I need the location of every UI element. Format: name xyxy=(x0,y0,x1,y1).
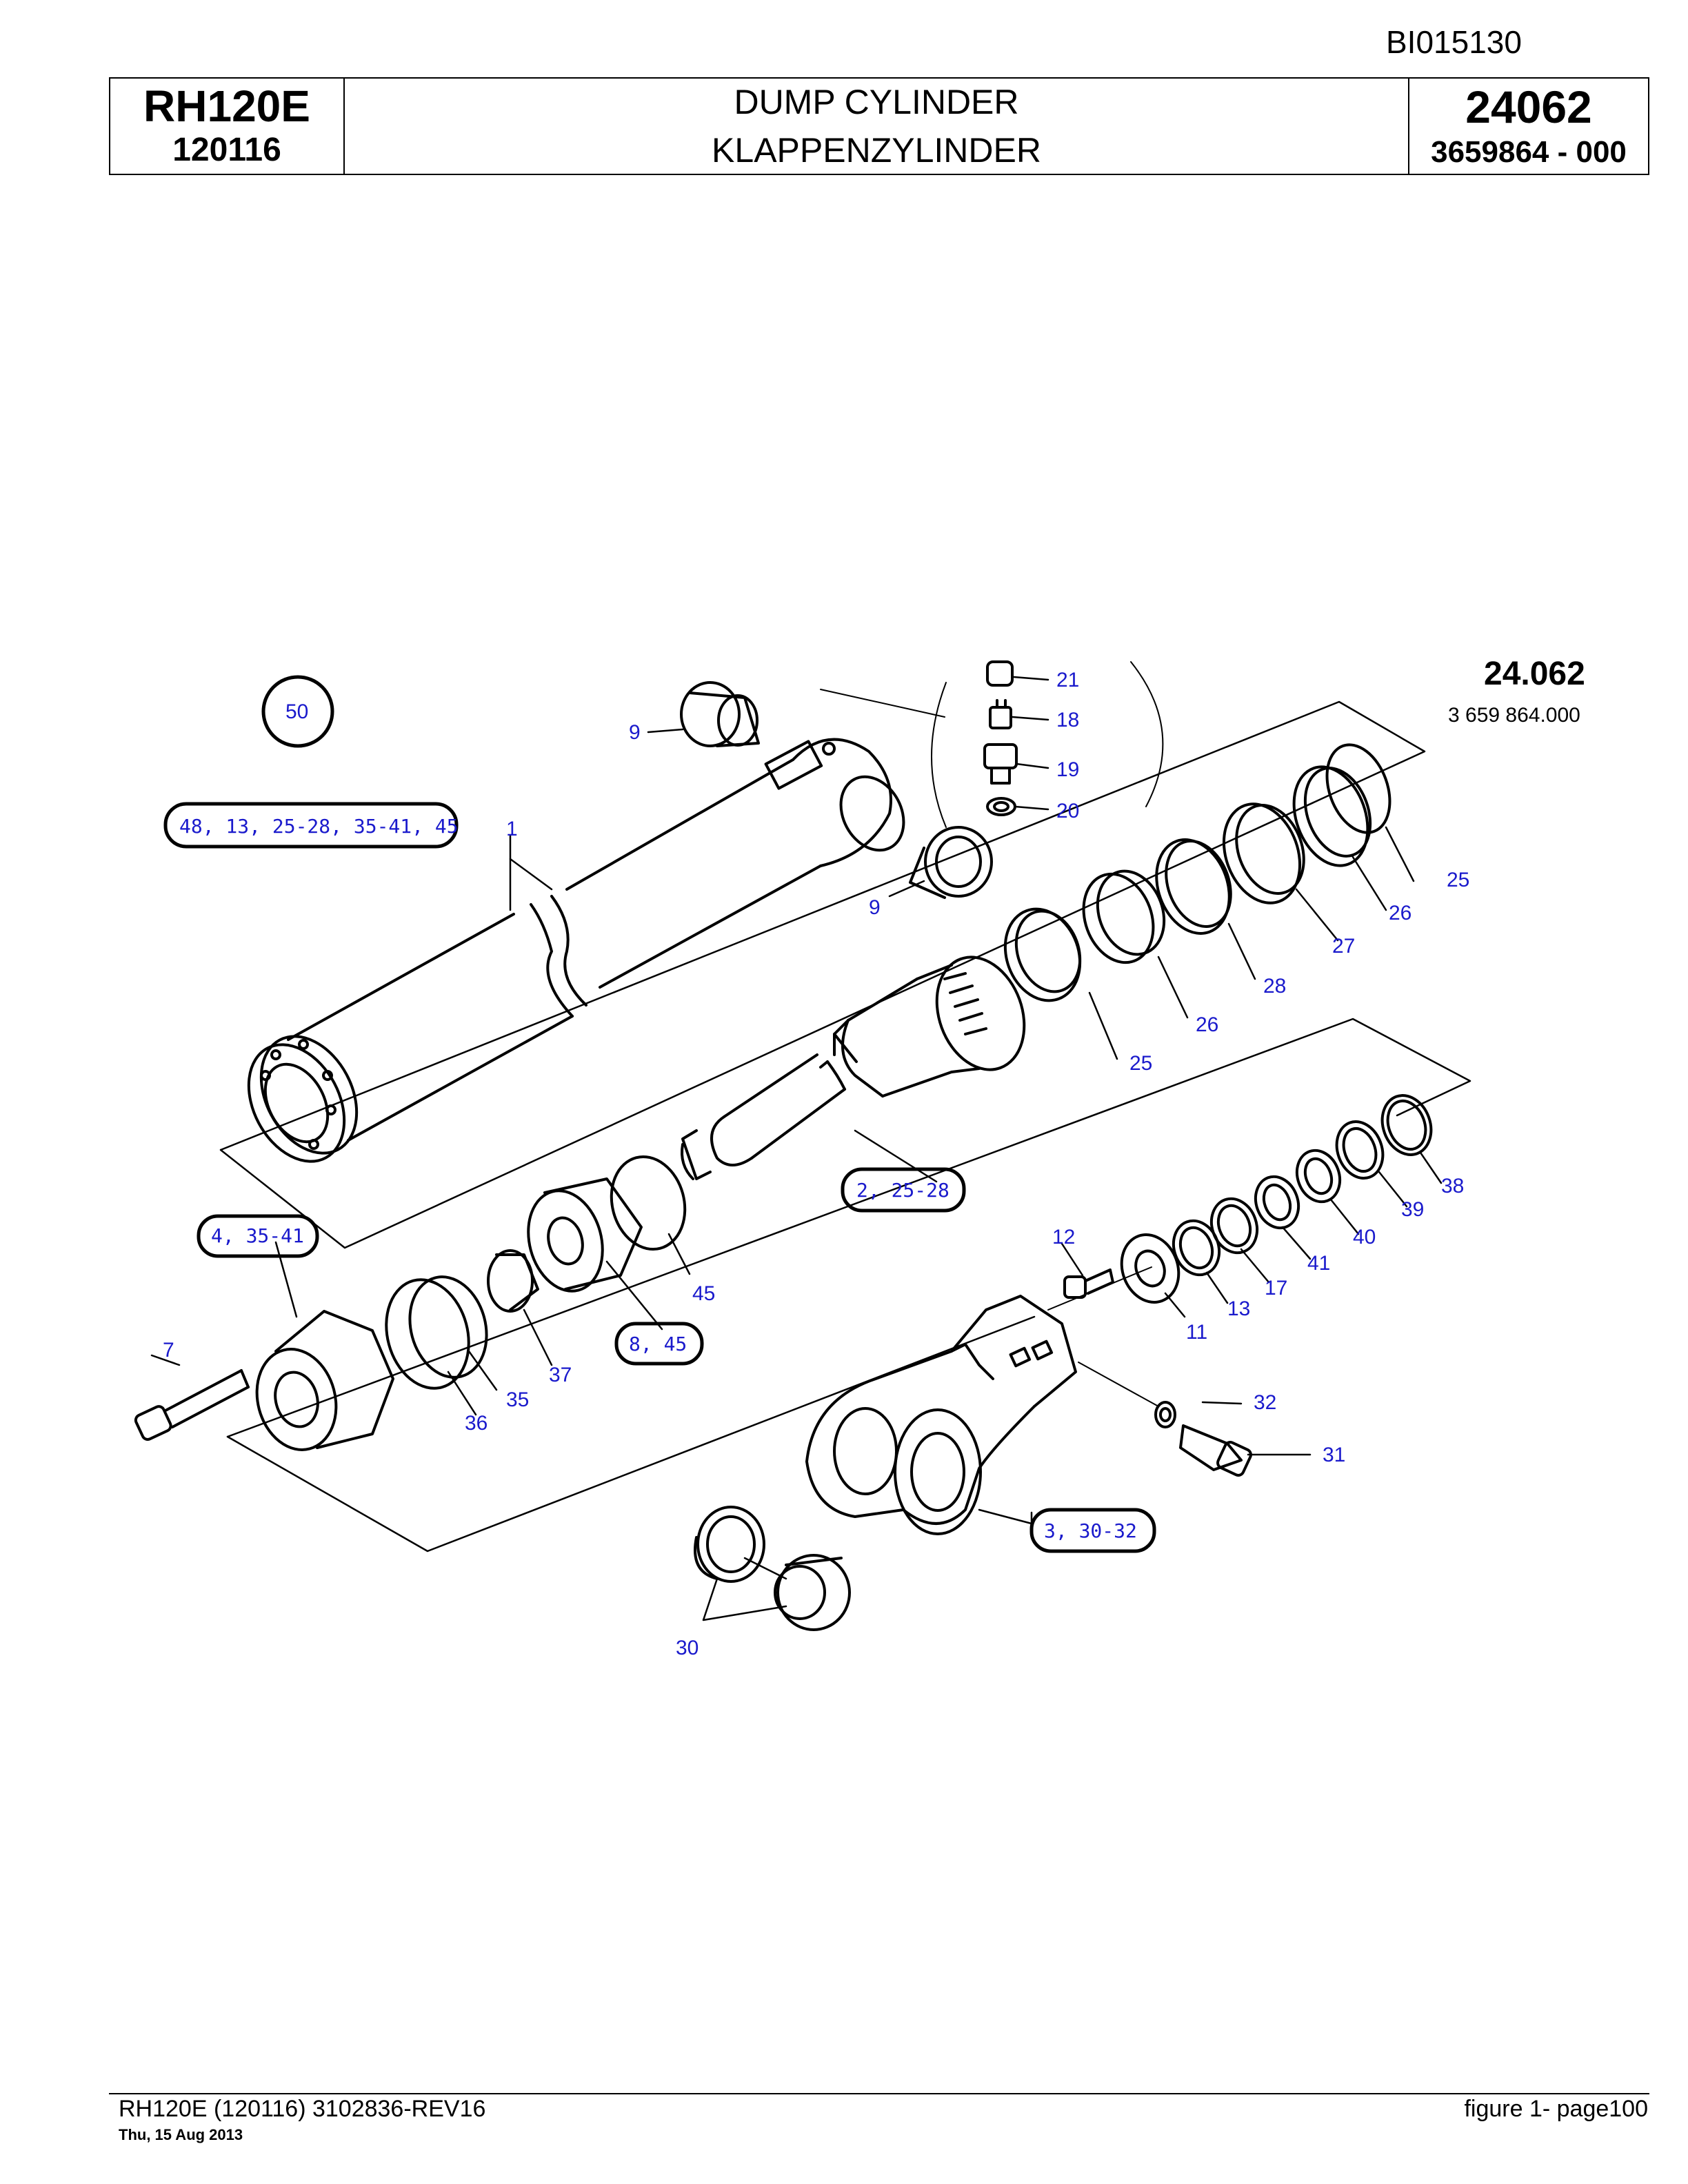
kit-8-box xyxy=(614,1322,704,1366)
callout-40: 40 xyxy=(1353,1226,1376,1248)
bushings-30 xyxy=(694,1506,851,1631)
kit-48-label: 48, 13, 25-28, 35-41, 45 xyxy=(179,815,459,838)
model-name: RH120E xyxy=(143,81,310,131)
callout-17: 17 xyxy=(1265,1277,1287,1300)
callout-36: 36 xyxy=(465,1412,488,1435)
model-cell: RH120E 120116 xyxy=(110,79,345,174)
callout-45: 45 xyxy=(692,1282,715,1305)
callout-41: 41 xyxy=(1307,1252,1330,1275)
callout-13: 13 xyxy=(1227,1297,1250,1320)
callout-12: 12 xyxy=(1052,1226,1075,1248)
kit-50-label: 50 xyxy=(285,700,308,723)
title-cell: DUMP CYLINDER KLAPPENZYLINDER xyxy=(345,79,1409,174)
callout-30: 30 xyxy=(676,1637,699,1659)
footer-date: Thu, 15 Aug 2013 xyxy=(119,2126,243,2143)
rod-end xyxy=(805,1295,1077,1535)
callout-37: 37 xyxy=(549,1364,572,1386)
seal-rings-upper xyxy=(1003,743,1391,1002)
callout-19: 19 xyxy=(1056,758,1079,781)
callout-35: 35 xyxy=(506,1388,529,1411)
kit-callouts xyxy=(163,675,1156,1553)
footer-document-ref: RH120E (120116) 3102836-REV16 xyxy=(119,2096,486,2122)
callout-18: 18 xyxy=(1056,709,1079,731)
assembly-frame-lower xyxy=(226,1018,1471,1553)
serial-number: 120116 xyxy=(172,132,281,168)
drawing-group-label: 24.062 xyxy=(1484,656,1585,692)
screw-31-washer-32 xyxy=(1154,1401,1252,1477)
kit-8-label: 8, 45 xyxy=(629,1333,687,1355)
kit-4-box xyxy=(197,1214,319,1258)
callout-1: 1 xyxy=(506,818,518,840)
kit-2-box xyxy=(841,1167,966,1213)
title-english: DUMP CYLINDER xyxy=(734,83,1019,121)
bushing-9-upper xyxy=(680,681,760,747)
footer-divider xyxy=(109,2093,1649,2094)
callout-39: 39 xyxy=(1401,1198,1424,1221)
callout-11: 11 xyxy=(1186,1321,1207,1344)
callout-38: 38 xyxy=(1441,1175,1464,1197)
group-number: 24062 xyxy=(1465,81,1592,132)
kit-50-circle xyxy=(261,675,334,748)
callout-20: 20 xyxy=(1056,800,1079,822)
assembly-frame-upper xyxy=(219,700,1426,1249)
title-german: KLAPPENZYLINDER xyxy=(712,131,1041,170)
bolt-7 xyxy=(134,1369,250,1441)
seal-rings-lower xyxy=(1120,1094,1433,1304)
callout-26-lower: 26 xyxy=(1196,1013,1218,1036)
kit-4-label: 4, 35-41 xyxy=(211,1224,304,1247)
callout-9-upper: 9 xyxy=(629,721,641,744)
piston xyxy=(527,1155,687,1293)
callout-9-lower: 9 xyxy=(869,896,881,919)
callout-26-upper: 26 xyxy=(1389,902,1411,924)
callout-28: 28 xyxy=(1263,975,1286,998)
bushing-9-lower xyxy=(909,826,993,899)
kit-3-label: 3, 30-32 xyxy=(1044,1519,1137,1542)
callout-25-upper: 25 xyxy=(1447,869,1469,891)
part-number: 3659864 - 000 xyxy=(1431,135,1627,169)
kit-3-box xyxy=(1029,1508,1156,1553)
callout-25-lower: 25 xyxy=(1129,1052,1152,1075)
group-cell: 24062 3659864 - 000 xyxy=(1409,79,1648,174)
document-id: BI015130 xyxy=(1386,24,1522,60)
title-block: RH120E 120116 DUMP CYLINDER KLAPPENZYLIN… xyxy=(109,77,1649,175)
drawing-part-label: 3 659 864.000 xyxy=(1448,704,1580,727)
piston-rod xyxy=(681,956,1026,1180)
kit-48-box xyxy=(163,802,459,849)
fitting-stack xyxy=(820,660,1164,828)
callout-7: 7 xyxy=(163,1339,174,1362)
callout-32: 32 xyxy=(1254,1391,1276,1414)
callout-21: 21 xyxy=(1056,669,1079,691)
callout-31: 31 xyxy=(1323,1444,1345,1466)
cylinder-head xyxy=(255,1249,539,1451)
leader-lines xyxy=(150,676,1443,1621)
footer-page-ref: figure 1- page100 xyxy=(1464,2096,1648,2122)
cylinder-barrel xyxy=(247,738,905,1163)
kit-2-label: 2, 25-28 xyxy=(856,1179,950,1202)
callout-27: 27 xyxy=(1332,935,1355,958)
